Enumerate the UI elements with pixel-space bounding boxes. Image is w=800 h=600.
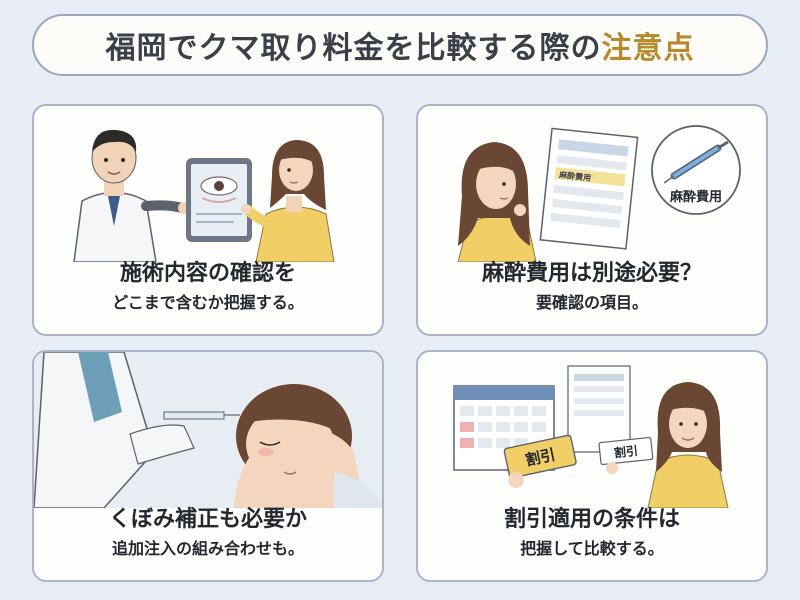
card-title: くぼみ補正も必要か [108,507,307,532]
card-subtitle: 追加注入の組み合わせも。 [111,539,304,558]
card-title: 施術内容の確認を [119,261,296,286]
doc-anesthesia-label: 麻酔費用 [558,169,592,182]
anesthesia-document-illustration: 麻酔費用 麻酔費用 [457,125,741,262]
page-title-main: 福岡でクマ取り料金を比較する際の [105,31,602,66]
card-title: 割引適用の条件は [503,507,680,532]
discount-illustration: 割引 割引 [453,365,729,508]
ticket-label: 割引 [524,446,557,470]
card-subtitle: 把握して比較する。 [520,539,664,558]
page-title-accent: 注意点 [601,31,695,66]
syringe-icon [163,411,240,420]
doctor-consultation-illustration [73,129,335,262]
card-discount-conditions: 割引 割引 割引適用の条件は 把握して比較する。 [416,350,768,582]
discount-ticket-icon: 割引 [598,436,654,466]
bubble-anesthesia-label: 麻酔費用 [669,189,722,205]
card-title: 麻酔費用は別途必要？ [481,261,702,286]
card-hollow-correction: くぼみ補正も必要か 追加注入の組み合わせも。 [32,350,384,582]
discount-ticket-icon: 割引 [503,434,577,479]
page-title: 福岡でクマ取り料金を比較する際の注意点 [32,14,768,76]
card-anesthesia-cost: 麻酔費用 麻酔費用 麻酔費用は別途必要？ 要確認の項目。 [416,104,768,336]
card-treatment-content: 施術内容の確認を どこまで含むか把握する。 [32,104,384,336]
syringe-icon [663,140,729,184]
ticket-label: 割引 [613,443,638,460]
card-subtitle: 要確認の項目。 [535,293,648,312]
injection-illustration [34,352,382,508]
card-subtitle: どこまで含むか把握する。 [112,293,304,312]
